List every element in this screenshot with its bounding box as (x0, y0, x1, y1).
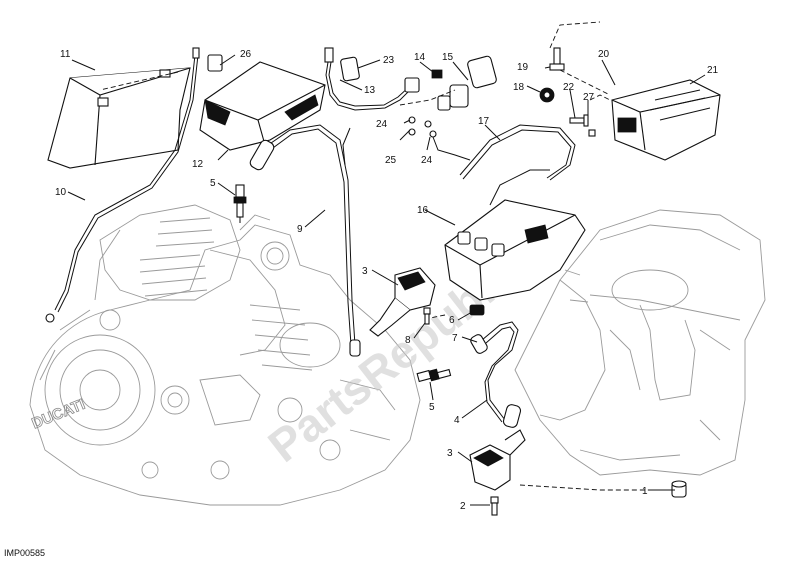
callout-20: 20 (598, 49, 610, 60)
callout-7: 7 (452, 333, 458, 344)
callout-9: 9 (297, 224, 303, 235)
callout-10: 10 (55, 187, 67, 198)
diagram-code: IMP00585 (4, 548, 46, 558)
ecu-fasteners (539, 47, 596, 137)
assembly-lines (99, 21, 675, 491)
callout-3-upper: 3 (362, 266, 368, 277)
leader-lines (67, 54, 706, 506)
spark-plug-upper (233, 184, 247, 223)
connector-cluster (342, 55, 497, 166)
ignition-lead-rear (249, 124, 361, 357)
callout-8: 8 (405, 335, 411, 346)
callout-13: 13 (364, 85, 376, 96)
callout-24-lower: 24 (421, 155, 433, 166)
callout-24-upper: 24 (376, 119, 388, 130)
callout-22: 22 (563, 82, 575, 93)
callout-1: 1 (642, 486, 648, 497)
callout-21: 21 (707, 65, 719, 76)
airbox-housing (514, 209, 766, 476)
callout-18: 18 (513, 82, 525, 93)
callout-25: 25 (385, 155, 397, 166)
coil-screw-rear (490, 496, 499, 516)
callout-14: 14 (414, 52, 426, 63)
engine-brand-text: DUCATI (30, 396, 88, 433)
callout-27: 27 (583, 92, 595, 103)
spacer-bush (671, 480, 687, 498)
battery-positive-cable (324, 47, 420, 111)
grommet-front (469, 304, 485, 316)
callout-2: 2 (460, 501, 466, 512)
ecu-bracket (444, 199, 586, 301)
callout-23: 23 (383, 55, 395, 66)
callout-11: 11 (60, 49, 71, 60)
callout-26: 26 (240, 49, 252, 60)
callout-3-lower: 3 (447, 448, 453, 459)
callout-15: 15 (442, 52, 454, 63)
callout-5-upper: 5 (210, 178, 216, 189)
ignition-lead-front (470, 321, 522, 428)
ecu-wiring-loom (459, 124, 576, 206)
coil-screw-front (423, 307, 431, 325)
callout-5-lower: 5 (429, 402, 435, 413)
ignition-coil-front (369, 267, 436, 337)
callout-19: 19 (517, 62, 529, 73)
engine-control-unit (611, 79, 721, 161)
callout-labels: 11 26 23 13 14 15 24 25 24 17 16 20 19 1… (55, 49, 719, 512)
battery (47, 67, 191, 169)
callout-16: 16 (417, 205, 429, 216)
callout-12: 12 (192, 159, 204, 170)
callout-17: 17 (478, 116, 490, 127)
ignition-coil-rear (469, 429, 526, 491)
spark-plug-lower (416, 368, 452, 383)
battery-negative-cable (45, 47, 200, 323)
callout-6: 6 (449, 315, 455, 326)
callout-4: 4 (454, 415, 460, 426)
battery-holder (199, 54, 326, 151)
